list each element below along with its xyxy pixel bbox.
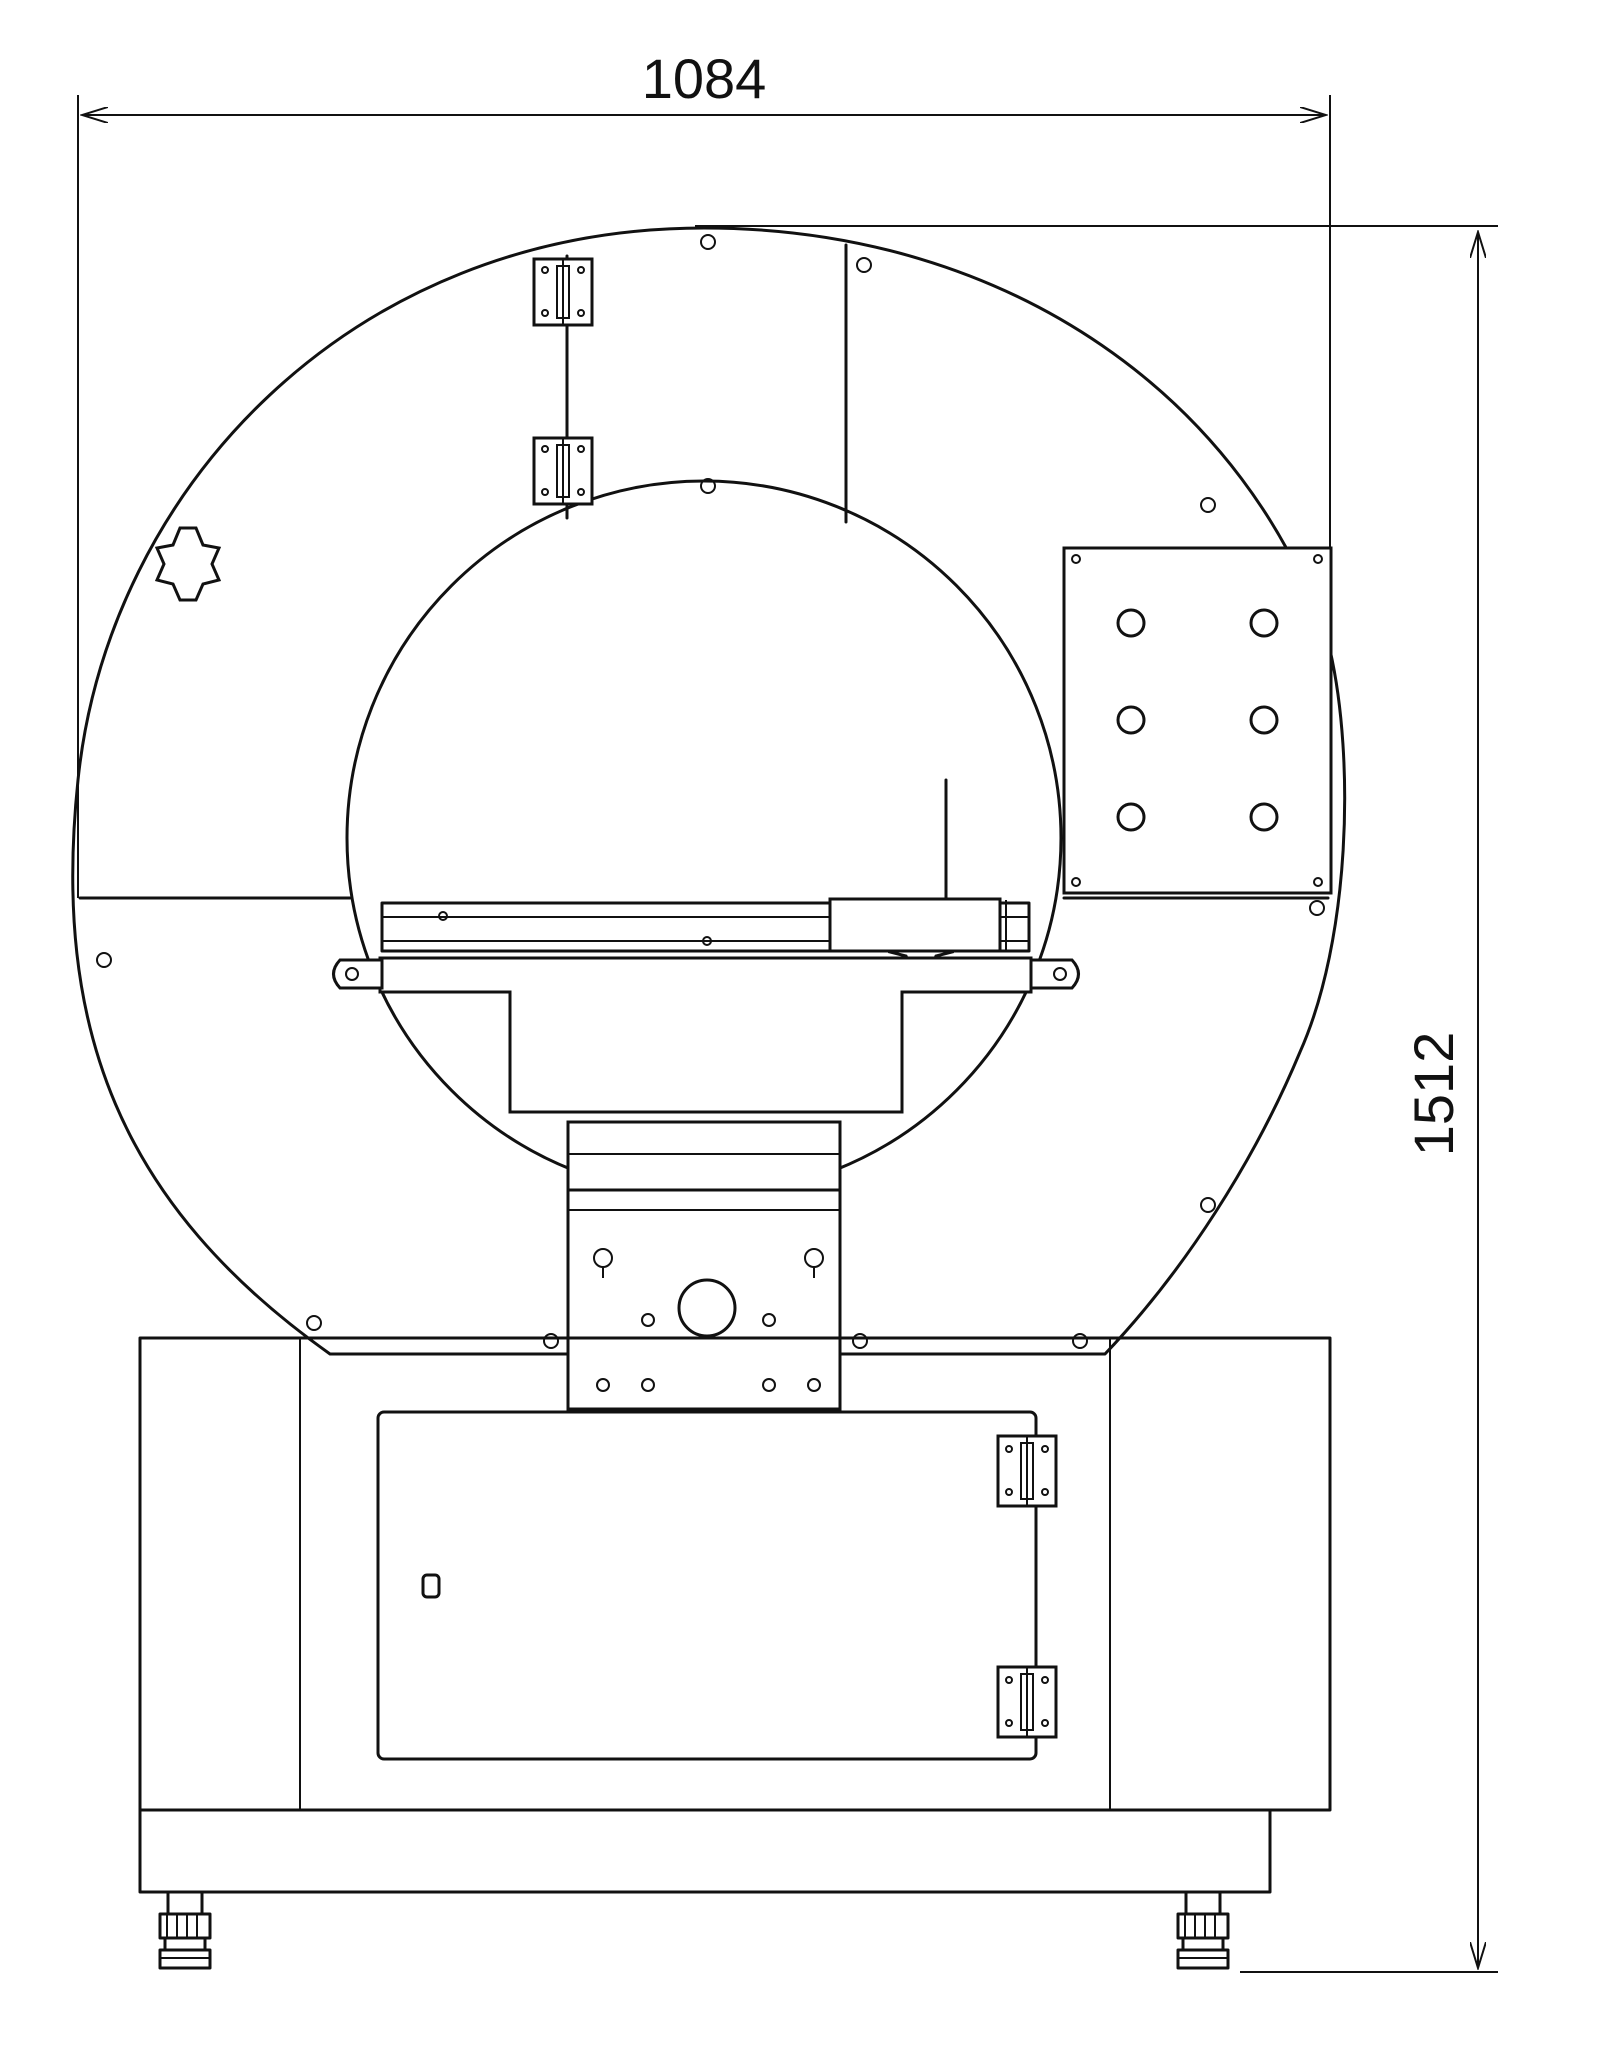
door-latch-icon: [421, 1573, 441, 1599]
connector-port-icon: [1116, 705, 1146, 735]
connector-port-icon: [1249, 705, 1279, 735]
connector-port-icon: [1116, 608, 1146, 638]
base-cabinet: [138, 1336, 1332, 1894]
width-dimension: 1084: [77, 47, 1331, 898]
ring-hinge-top: [532, 257, 594, 327]
drive-mount-plate: [566, 1120, 842, 1411]
cabinet-door: [376, 1410, 1038, 1761]
connector-port-icon: [1116, 802, 1146, 832]
connector-port-icon: [1249, 802, 1279, 832]
connector-port-icon: [1249, 608, 1279, 638]
drive-shaft-hole-icon: [677, 1278, 737, 1338]
connector-panel: [1062, 546, 1333, 895]
star-knob-left-icon: [154, 526, 222, 602]
height-dimension-label: 1512: [1402, 1032, 1465, 1157]
mounting-bracket: [332, 956, 1080, 1114]
door-hinge-top: [996, 1434, 1058, 1508]
ring-hinge-bottom: [532, 436, 594, 506]
ring-bolts: [96, 234, 1325, 1349]
leveling-foot-left: [158, 1890, 212, 1970]
guide-rail-assembly: [380, 778, 1031, 953]
door-hinge-bottom: [996, 1665, 1058, 1739]
width-dimension-label: 1084: [642, 47, 767, 110]
height-dimension: 1512: [695, 225, 1498, 1973]
leveling-foot-right: [1176, 1890, 1230, 1970]
